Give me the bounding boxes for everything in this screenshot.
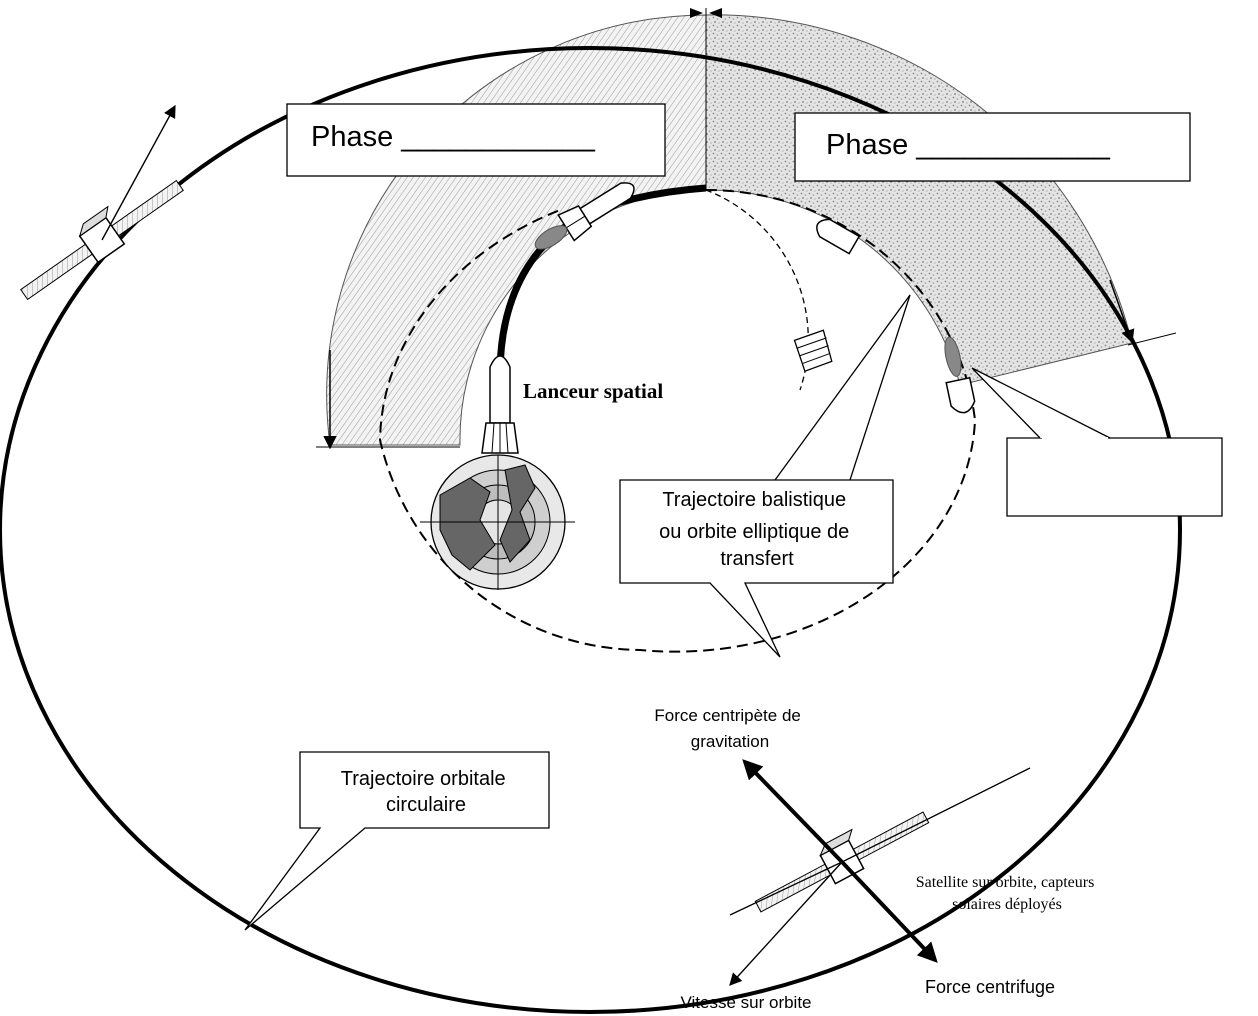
satellite-icon (20, 179, 184, 301)
empty-callout (1006, 437, 1223, 517)
circular-callout (244, 751, 550, 931)
rocket-icon (534, 182, 635, 250)
phase-box-right (794, 112, 1191, 182)
fairing-icon (816, 218, 861, 255)
rocket-icon (944, 336, 976, 414)
earth-icon (420, 454, 575, 590)
phase-right-sector (705, 14, 1133, 386)
centripetal-label: Force centripète de gravitation (654, 706, 805, 751)
rocket-icon (481, 355, 519, 454)
stage-icon (793, 329, 833, 373)
phase-right-label: Phase ____________ (826, 129, 1111, 161)
circular-orbit (0, 46, 1182, 1014)
launcher-label: Lanceur spatial (523, 379, 663, 403)
ballistic-label: Trajectoire balistique ou orbite ellipti… (659, 489, 855, 570)
centrifugal-label: Force centrifuge (925, 977, 1055, 997)
phase-box-left (286, 103, 666, 177)
velocity-label: Vitesse sur orbite (680, 993, 811, 1012)
circular-label: Trajectoire orbitale circulaire (341, 768, 511, 816)
satellite-label: Satellite sur orbite, capteurs solaires … (916, 874, 1099, 913)
ballistic-callout (619, 479, 894, 658)
transfer-orbit (378, 188, 977, 653)
phase-left-label: Phase ____________ (311, 121, 596, 153)
